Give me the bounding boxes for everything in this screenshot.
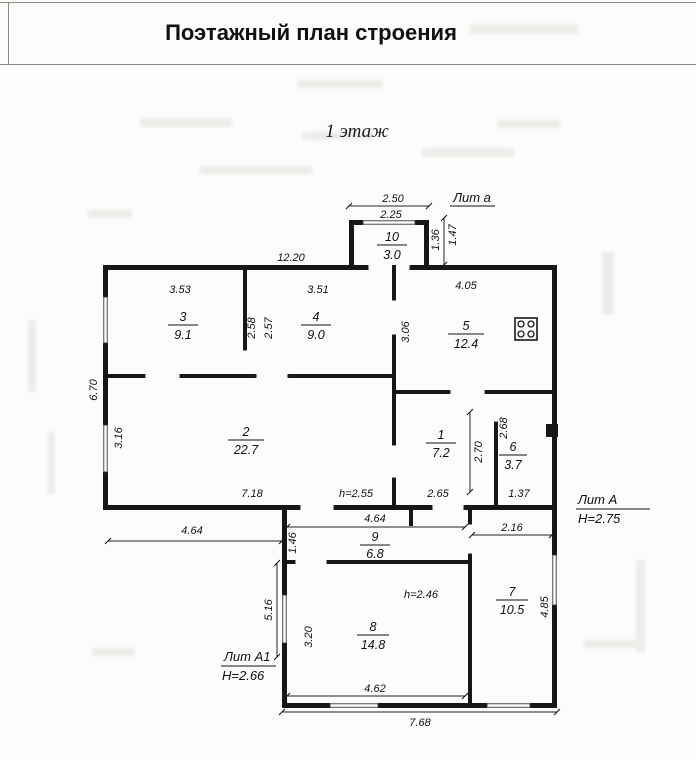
floor-label: 1 этаж — [325, 121, 389, 142]
dim-annex1-left-height: 5.16 — [263, 598, 275, 620]
dim-room8-depth: 3.20 — [303, 625, 315, 647]
dimension-texts-vertical: 1.36 1.47 6.70 3.16 2.58 2.57 3.06 2.70 … — [88, 223, 551, 647]
dim-annex-inner-width: 2.25 — [379, 209, 402, 221]
dim-room1-width: 2.65 — [426, 488, 449, 500]
window-icon — [329, 703, 379, 708]
window-icon — [103, 296, 108, 344]
room-3-number: 3 — [180, 310, 187, 324]
dim-room4-depth: 2.57 — [263, 316, 275, 339]
room-5-area: 12.4 — [454, 337, 478, 351]
dim-room6-width: 1.37 — [508, 488, 530, 500]
dim-main-width: 12.20 — [277, 252, 305, 264]
stove-icon — [514, 317, 538, 341]
room-8-number: 8 — [370, 620, 377, 634]
litera-A-height: Н=2.75 — [578, 511, 621, 526]
litera-A1-height: Н=2.66 — [222, 668, 265, 683]
dim-room8-ceiling-height: h=2.46 — [404, 589, 439, 601]
window-icon — [282, 594, 287, 644]
litera-a-label: Лит а — [452, 190, 491, 205]
dim-annex-outer-height: 1.47 — [447, 223, 459, 245]
dim-room3-width: 3.53 — [169, 284, 191, 296]
dim-left-offset: 4.64 — [181, 525, 202, 537]
room-9-area: 6.8 — [366, 547, 383, 561]
room-5-number: 5 — [463, 319, 470, 333]
dim-room7-width: 2.16 — [500, 522, 523, 534]
dim-room5-depth: 3.06 — [400, 320, 412, 342]
litera-A-label: Лит А — [577, 492, 617, 507]
dim-room7-depth: 4.85 — [539, 595, 551, 617]
dim-annex-outer-width: 2.50 — [381, 193, 404, 205]
room-1-number: 1 — [438, 428, 445, 442]
room-6-area: 3.7 — [504, 458, 522, 472]
page-title: Поэтажный план строения — [165, 20, 457, 45]
room-10-number: 10 — [385, 230, 399, 244]
room-8-area: 14.8 — [361, 638, 385, 652]
dim-room4-width: 3.51 — [307, 284, 328, 296]
dimension-texts-horizontal: 2.50 2.25 12.20 3.53 3.51 4.05 7.18 h=2.… — [169, 193, 530, 729]
dimension-lines — [108, 205, 557, 713]
window-icon — [103, 424, 108, 473]
dim-room2-ceiling-height: h=2.55 — [339, 488, 374, 500]
room-3-area: 9.1 — [174, 328, 191, 342]
dim-annex-inner-height: 1.36 — [430, 228, 442, 250]
litera-A1-label: Лит А1 — [223, 649, 270, 664]
door-jamb-lines — [144, 265, 498, 564]
walls — [103, 220, 558, 708]
room-2-area: 22.7 — [233, 443, 259, 457]
floor-plan: 10 3.0 3 9.1 4 9.0 5 12.4 2 22.7 1 7.2 6… — [88, 190, 650, 729]
building-labels: Лит а Лит А Н=2.75 Лит А1 Н=2.66 — [222, 190, 621, 683]
scan-artifacts — [28, 24, 645, 656]
dim-room8-width: 4.62 — [364, 683, 385, 695]
dim-room2-width: 7.18 — [241, 488, 263, 500]
dim-annex1-total-width: 7.68 — [409, 717, 431, 729]
page-frame-lines — [0, 2, 696, 65]
room-1-area: 7.2 — [432, 446, 449, 460]
litera-underlines — [221, 205, 650, 667]
dim-room3-depth: 2.58 — [246, 316, 258, 339]
window-icon — [362, 220, 416, 225]
room-10-area: 3.0 — [383, 248, 400, 262]
dimension-ticks — [104, 202, 561, 716]
room-4-area: 9.0 — [307, 328, 324, 342]
window-icon — [552, 554, 557, 606]
room-6-number: 6 — [510, 440, 517, 454]
room-7-number: 7 — [509, 585, 517, 599]
dim-room2-depth: 3.16 — [113, 426, 125, 448]
window-icons — [103, 220, 557, 708]
room-2-number: 2 — [242, 425, 250, 439]
dim-room5-width: 4.05 — [455, 280, 477, 292]
room-4-number: 4 — [313, 310, 320, 324]
room-7-area: 10.5 — [500, 603, 524, 617]
dim-room9-width: 4.64 — [364, 513, 385, 525]
dim-room1-depth: 2.70 — [473, 440, 485, 463]
room-labels: 10 3.0 3 9.1 4 9.0 5 12.4 2 22.7 1 7.2 6… — [174, 230, 524, 652]
room-label-fraction-lines — [168, 244, 528, 636]
dim-room6-depth: 2.68 — [498, 416, 510, 439]
dim-room9-depth: 1.46 — [287, 531, 299, 553]
window-icon — [486, 703, 531, 708]
room-9-number: 9 — [372, 530, 379, 544]
dim-main-left-height: 6.70 — [88, 378, 100, 400]
